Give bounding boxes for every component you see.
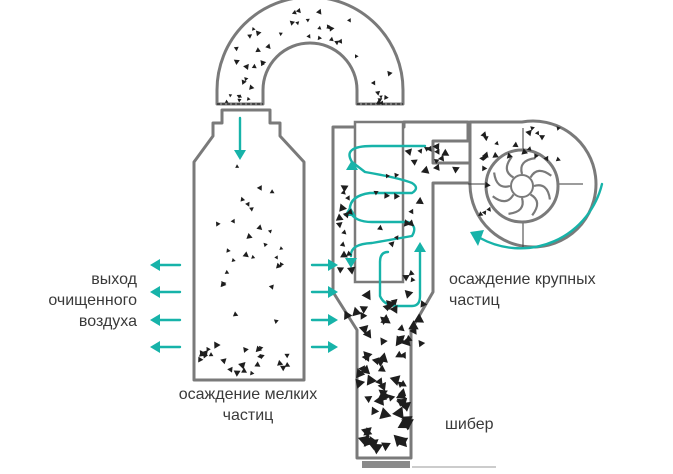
clean-air-outlet-line-1: выход (48, 269, 137, 290)
outlet-arrowhead-2 (150, 286, 160, 298)
outlet-arrowhead-4 (150, 341, 160, 353)
fine-settling-label: осаждение мелких частиц (143, 384, 353, 426)
damper-bar (362, 461, 410, 468)
fine-settling-line-2: частиц (143, 405, 353, 426)
clean-air-outlet-line-3: воздуха (48, 311, 137, 332)
clean-air-outlet-label: выход очищенного воздуха (48, 269, 137, 332)
coarse-settling-line-1: осаждение крупных (449, 269, 596, 290)
inlet-arrowhead-3 (328, 314, 338, 326)
u-pipe (217, 0, 403, 104)
fine-settling-chamber (194, 110, 304, 380)
fan-hub (511, 175, 533, 197)
damper-label: шибер (445, 414, 494, 435)
coarse-settling-label: осаждение крупных частиц (449, 269, 596, 311)
clean-air-outlet-line-2: очищенного (48, 290, 137, 311)
particle (438, 155, 444, 162)
fine-settling-line-1: осаждение мелких (143, 384, 353, 405)
inlet-arrowhead-4 (328, 341, 338, 353)
particle (419, 340, 426, 347)
particle (441, 149, 449, 156)
coarse-settling-line-2: частиц (449, 290, 596, 311)
outlet-arrowhead-1 (150, 259, 160, 271)
outlet-arrowhead-3 (150, 314, 160, 326)
